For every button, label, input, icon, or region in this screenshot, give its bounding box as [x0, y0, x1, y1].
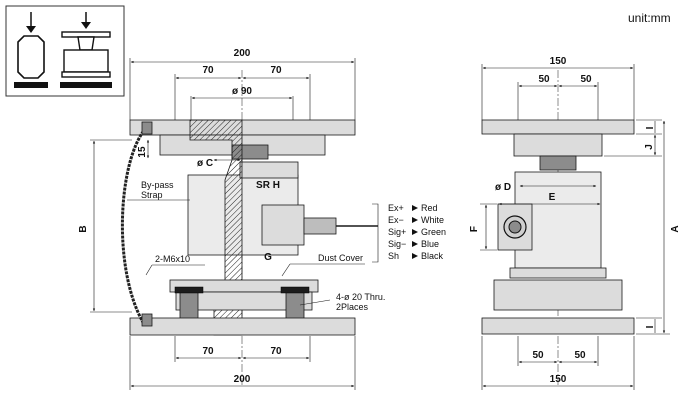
front-top-width-dim: 200 — [234, 48, 251, 59]
side-base-block — [493, 279, 623, 311]
wire-signal: Sig− — [388, 239, 406, 249]
wire-row: Sh Black — [388, 251, 444, 261]
wire-color: Green — [421, 227, 446, 237]
wire-arrow-icon — [412, 217, 418, 223]
side-dim-i-top: I — [645, 126, 656, 129]
front-view: 200 70 70 ø 90 — [78, 48, 385, 390]
wire-arrow-icon — [412, 253, 418, 259]
front-bottom-left-half-dim: 70 — [202, 346, 214, 357]
side-bottom-plate — [481, 317, 635, 335]
wire-row: Sig− Blue — [388, 239, 439, 249]
front-label-g: G — [264, 252, 272, 263]
side-load-button — [539, 155, 577, 171]
front-top-left-half-dim: 70 — [202, 65, 214, 76]
side-dim-a: A — [670, 225, 681, 232]
front-base-block — [175, 291, 313, 311]
front-connector-boss — [261, 204, 305, 246]
front-diameter-dim: ø 90 — [232, 86, 252, 97]
wire-signal: Ex+ — [388, 203, 404, 213]
front-dim-c: ø C — [197, 158, 213, 169]
side-bottom-right-half-dim: 50 — [574, 350, 586, 361]
front-top-right-half-dim: 70 — [270, 65, 282, 76]
front-bottom-width-dim: 200 — [234, 374, 251, 385]
front-bottom-right-half-dim: 70 — [270, 346, 282, 357]
wire-signal: Sh — [388, 251, 399, 261]
holes-label-line1: 4-ø 20 Thru. — [336, 292, 385, 302]
side-base-flange — [509, 267, 607, 279]
bolt-label: 2-M6x10 — [155, 254, 190, 264]
compression-load-icon — [14, 12, 48, 88]
dust-cover-label: Dust Cover — [318, 253, 363, 263]
wire-color: Black — [421, 251, 444, 261]
wire-color: Red — [421, 203, 438, 213]
holes-label-line2: 2Places — [336, 302, 369, 312]
wire-color: Blue — [421, 239, 439, 249]
side-dim-j: J — [644, 144, 655, 150]
wire-signal: Sig+ — [388, 227, 406, 237]
bypass-label-line1: By-pass — [141, 180, 174, 190]
front-cell-top-ring — [239, 161, 299, 179]
front-label-srh: SR H — [256, 180, 280, 191]
side-top-width-dim: 150 — [550, 56, 567, 67]
side-dim-i-bottom: I — [645, 325, 656, 328]
side-top-plate — [481, 119, 635, 135]
front-cable-gland — [303, 217, 337, 235]
front-bottom-plate — [129, 317, 356, 336]
wire-color: White — [421, 215, 444, 225]
wire-signal: Ex− — [388, 215, 404, 225]
loading-legend-box — [5, 5, 125, 97]
side-view: 150 50 50 I J A — [469, 56, 681, 390]
side-top-right-half-dim: 50 — [580, 74, 592, 85]
wire-arrow-icon — [412, 205, 418, 211]
side-upper-cap — [513, 133, 603, 157]
unit-label: unit:mm — [628, 11, 671, 25]
wire-row: Sig+ Green — [388, 227, 446, 237]
front-dim-15: 15 — [137, 146, 148, 158]
bypass-strap — [120, 127, 148, 325]
wire-arrow-icon — [412, 241, 418, 247]
side-dim-d: ø D — [495, 182, 511, 193]
bypass-label-line2: Strap — [141, 190, 163, 200]
side-dim-f: F — [469, 226, 480, 232]
wire-arrow-icon — [412, 229, 418, 235]
wire-row: Ex+ Red — [388, 203, 438, 213]
wire-row: Ex− White — [388, 215, 444, 225]
side-dim-e: E — [549, 192, 556, 203]
front-height-b-dim: B — [78, 225, 89, 232]
mount-load-icon — [60, 12, 112, 88]
side-top-left-half-dim: 50 — [538, 74, 550, 85]
side-bottom-width-dim: 150 — [550, 374, 567, 385]
front-top-plate — [129, 119, 356, 136]
side-bottom-left-half-dim: 50 — [532, 350, 544, 361]
